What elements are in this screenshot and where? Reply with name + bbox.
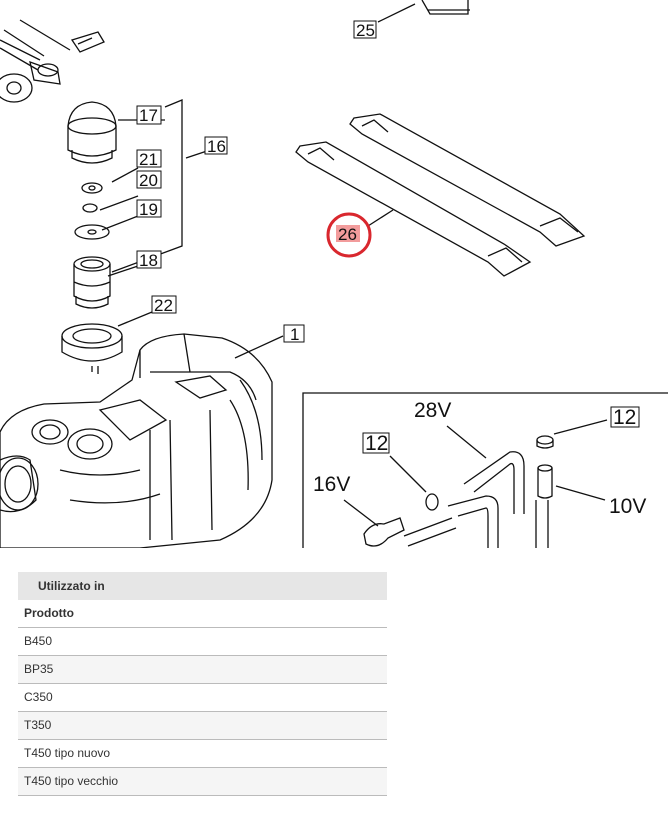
detail-label-12-right: 12 — [613, 406, 636, 429]
callout-22[interactable]: 22 — [154, 296, 173, 315]
product-row[interactable]: T450 tipo vecchio — [18, 768, 387, 796]
tank-drawing — [0, 333, 284, 548]
callout-19[interactable]: 19 — [139, 200, 158, 219]
exploded-parts-diagram: 25 17 16 21 20 19 18 22 1 26 28V 12 12 1… — [0, 0, 668, 548]
product-row[interactable]: C350 — [18, 684, 387, 712]
callout-25[interactable]: 25 — [356, 21, 375, 40]
detail-label-28v: 28V — [414, 399, 451, 422]
callout-1[interactable]: 1 — [290, 325, 299, 344]
used-in-header: Utilizzato in — [18, 572, 387, 600]
product-row[interactable]: T350 — [18, 712, 387, 740]
product-column-header: Prodotto — [18, 600, 387, 628]
callout-21[interactable]: 21 — [139, 150, 158, 169]
detail-label-12-left: 12 — [365, 432, 388, 455]
highlight-fill — [336, 225, 360, 242]
callout-17[interactable]: 17 — [139, 106, 158, 125]
detail-label-10v: 10V — [609, 495, 646, 518]
product-row[interactable]: BP35 — [18, 656, 387, 684]
used-in-table: Utilizzato in Prodotto B450 BP35 C350 T3… — [18, 572, 387, 796]
callout-26[interactable]: 26 — [338, 225, 357, 244]
highlight-circle — [326, 212, 372, 258]
strap-drawing — [295, 113, 586, 277]
detail-label-16v: 16V — [313, 473, 350, 496]
callout-16[interactable]: 16 — [207, 137, 226, 156]
detail-box-drawing — [302, 392, 668, 548]
callout-18[interactable]: 18 — [139, 251, 158, 270]
product-row[interactable]: T450 tipo nuovo — [18, 740, 387, 768]
part-25-drawing — [377, 0, 470, 23]
callout-20[interactable]: 20 — [139, 171, 158, 190]
connector-assembly-drawing — [0, 19, 105, 103]
cap-stack-drawing — [61, 99, 211, 374]
product-row[interactable]: B450 — [18, 628, 387, 656]
